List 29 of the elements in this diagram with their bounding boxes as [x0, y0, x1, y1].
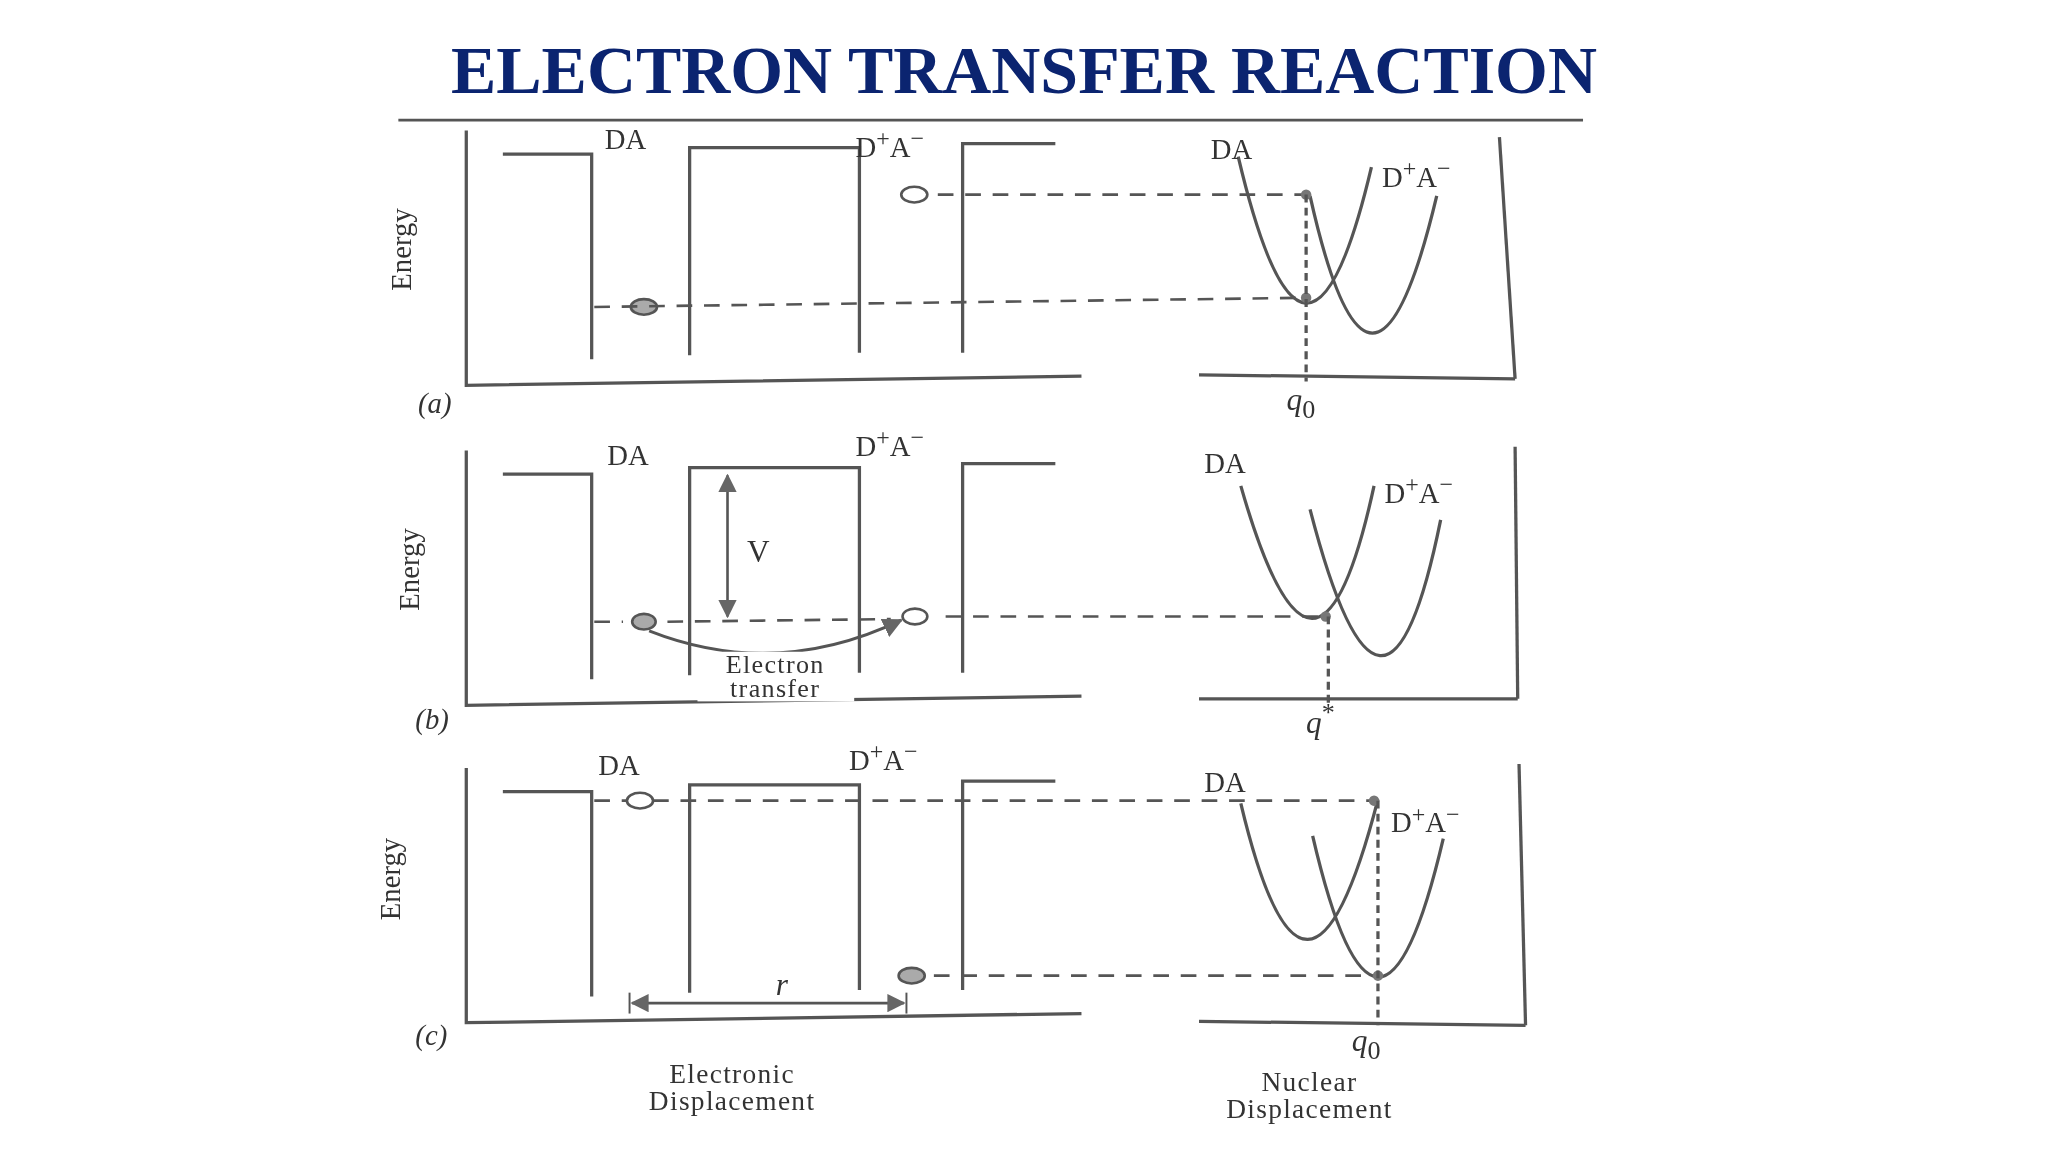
state-label: DA: [1204, 768, 1246, 797]
state-label: DA: [1204, 449, 1246, 479]
axis-label: Nuclear Displacement: [1225, 1068, 1394, 1124]
panel-label: (a): [417, 389, 452, 418]
state-label: V: [747, 535, 770, 567]
state-label: DA: [604, 125, 647, 155]
coordinate-label: q$_{0}$: [1351, 1025, 1381, 1063]
axis-label: Energy: [376, 837, 406, 921]
state-label: D$^{+}$A$^{−}$: [1381, 156, 1451, 193]
coordinate-label: q$^{*}$: [1306, 698, 1335, 738]
state-label: DA: [1210, 135, 1253, 165]
electron-circle: [901, 607, 929, 626]
state-label: D$^{+}$A$^{−}$: [855, 425, 925, 462]
panel-label: (c): [415, 1021, 448, 1051]
axis-label: Electronic Displacement: [647, 1060, 817, 1116]
state-label: D$^{+}$A$^{−}$: [1384, 472, 1453, 509]
electron-circle: [630, 612, 657, 631]
state-label: D$^{+}$A$^{−}$: [849, 739, 918, 775]
state-label: DA: [607, 441, 649, 471]
state-label: DA: [598, 751, 640, 780]
axis-label: Energy: [395, 528, 424, 611]
edge-label: Electron transfer: [696, 651, 854, 702]
title: ELECTRON TRANSFER REACTION: [450, 36, 1598, 105]
state-label: D$^{+}$A$^{−}$: [855, 126, 925, 163]
coordinate-label: q$_{0}$: [1286, 384, 1316, 422]
axis-label: Energy: [387, 208, 417, 291]
coordinate-label: r: [775, 969, 789, 1001]
panel-label: (b): [415, 705, 449, 735]
state-label: D$^{+}$A$^{−}$: [1391, 801, 1460, 838]
